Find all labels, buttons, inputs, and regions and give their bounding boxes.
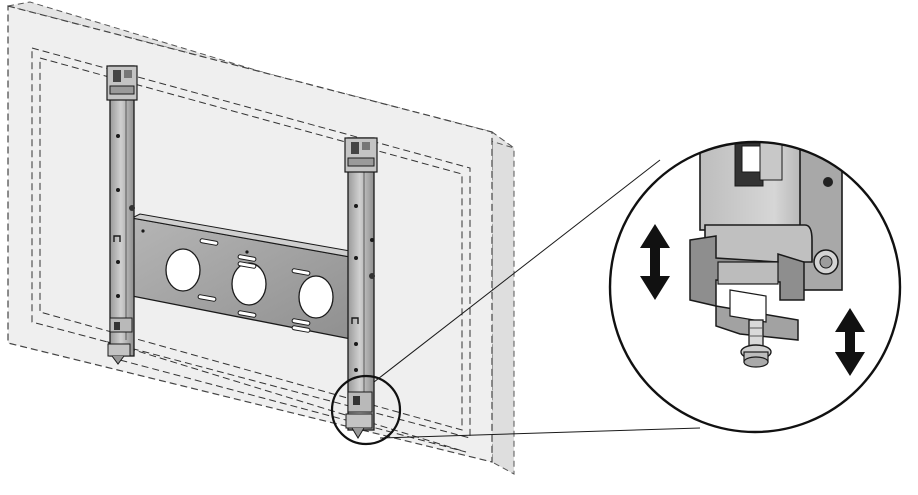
horizontal-mounting-plate <box>130 213 357 341</box>
right-vertical-rail <box>344 137 378 439</box>
left-vertical-rail <box>106 65 138 365</box>
up-down-arrow-icon <box>640 224 670 300</box>
display-dashed-outline <box>31 47 471 453</box>
callout-lines <box>373 159 701 439</box>
up-down-arrow-icon <box>835 308 865 376</box>
detail-callout-circle <box>330 374 402 446</box>
magnified-bracket-detail <box>608 140 902 434</box>
